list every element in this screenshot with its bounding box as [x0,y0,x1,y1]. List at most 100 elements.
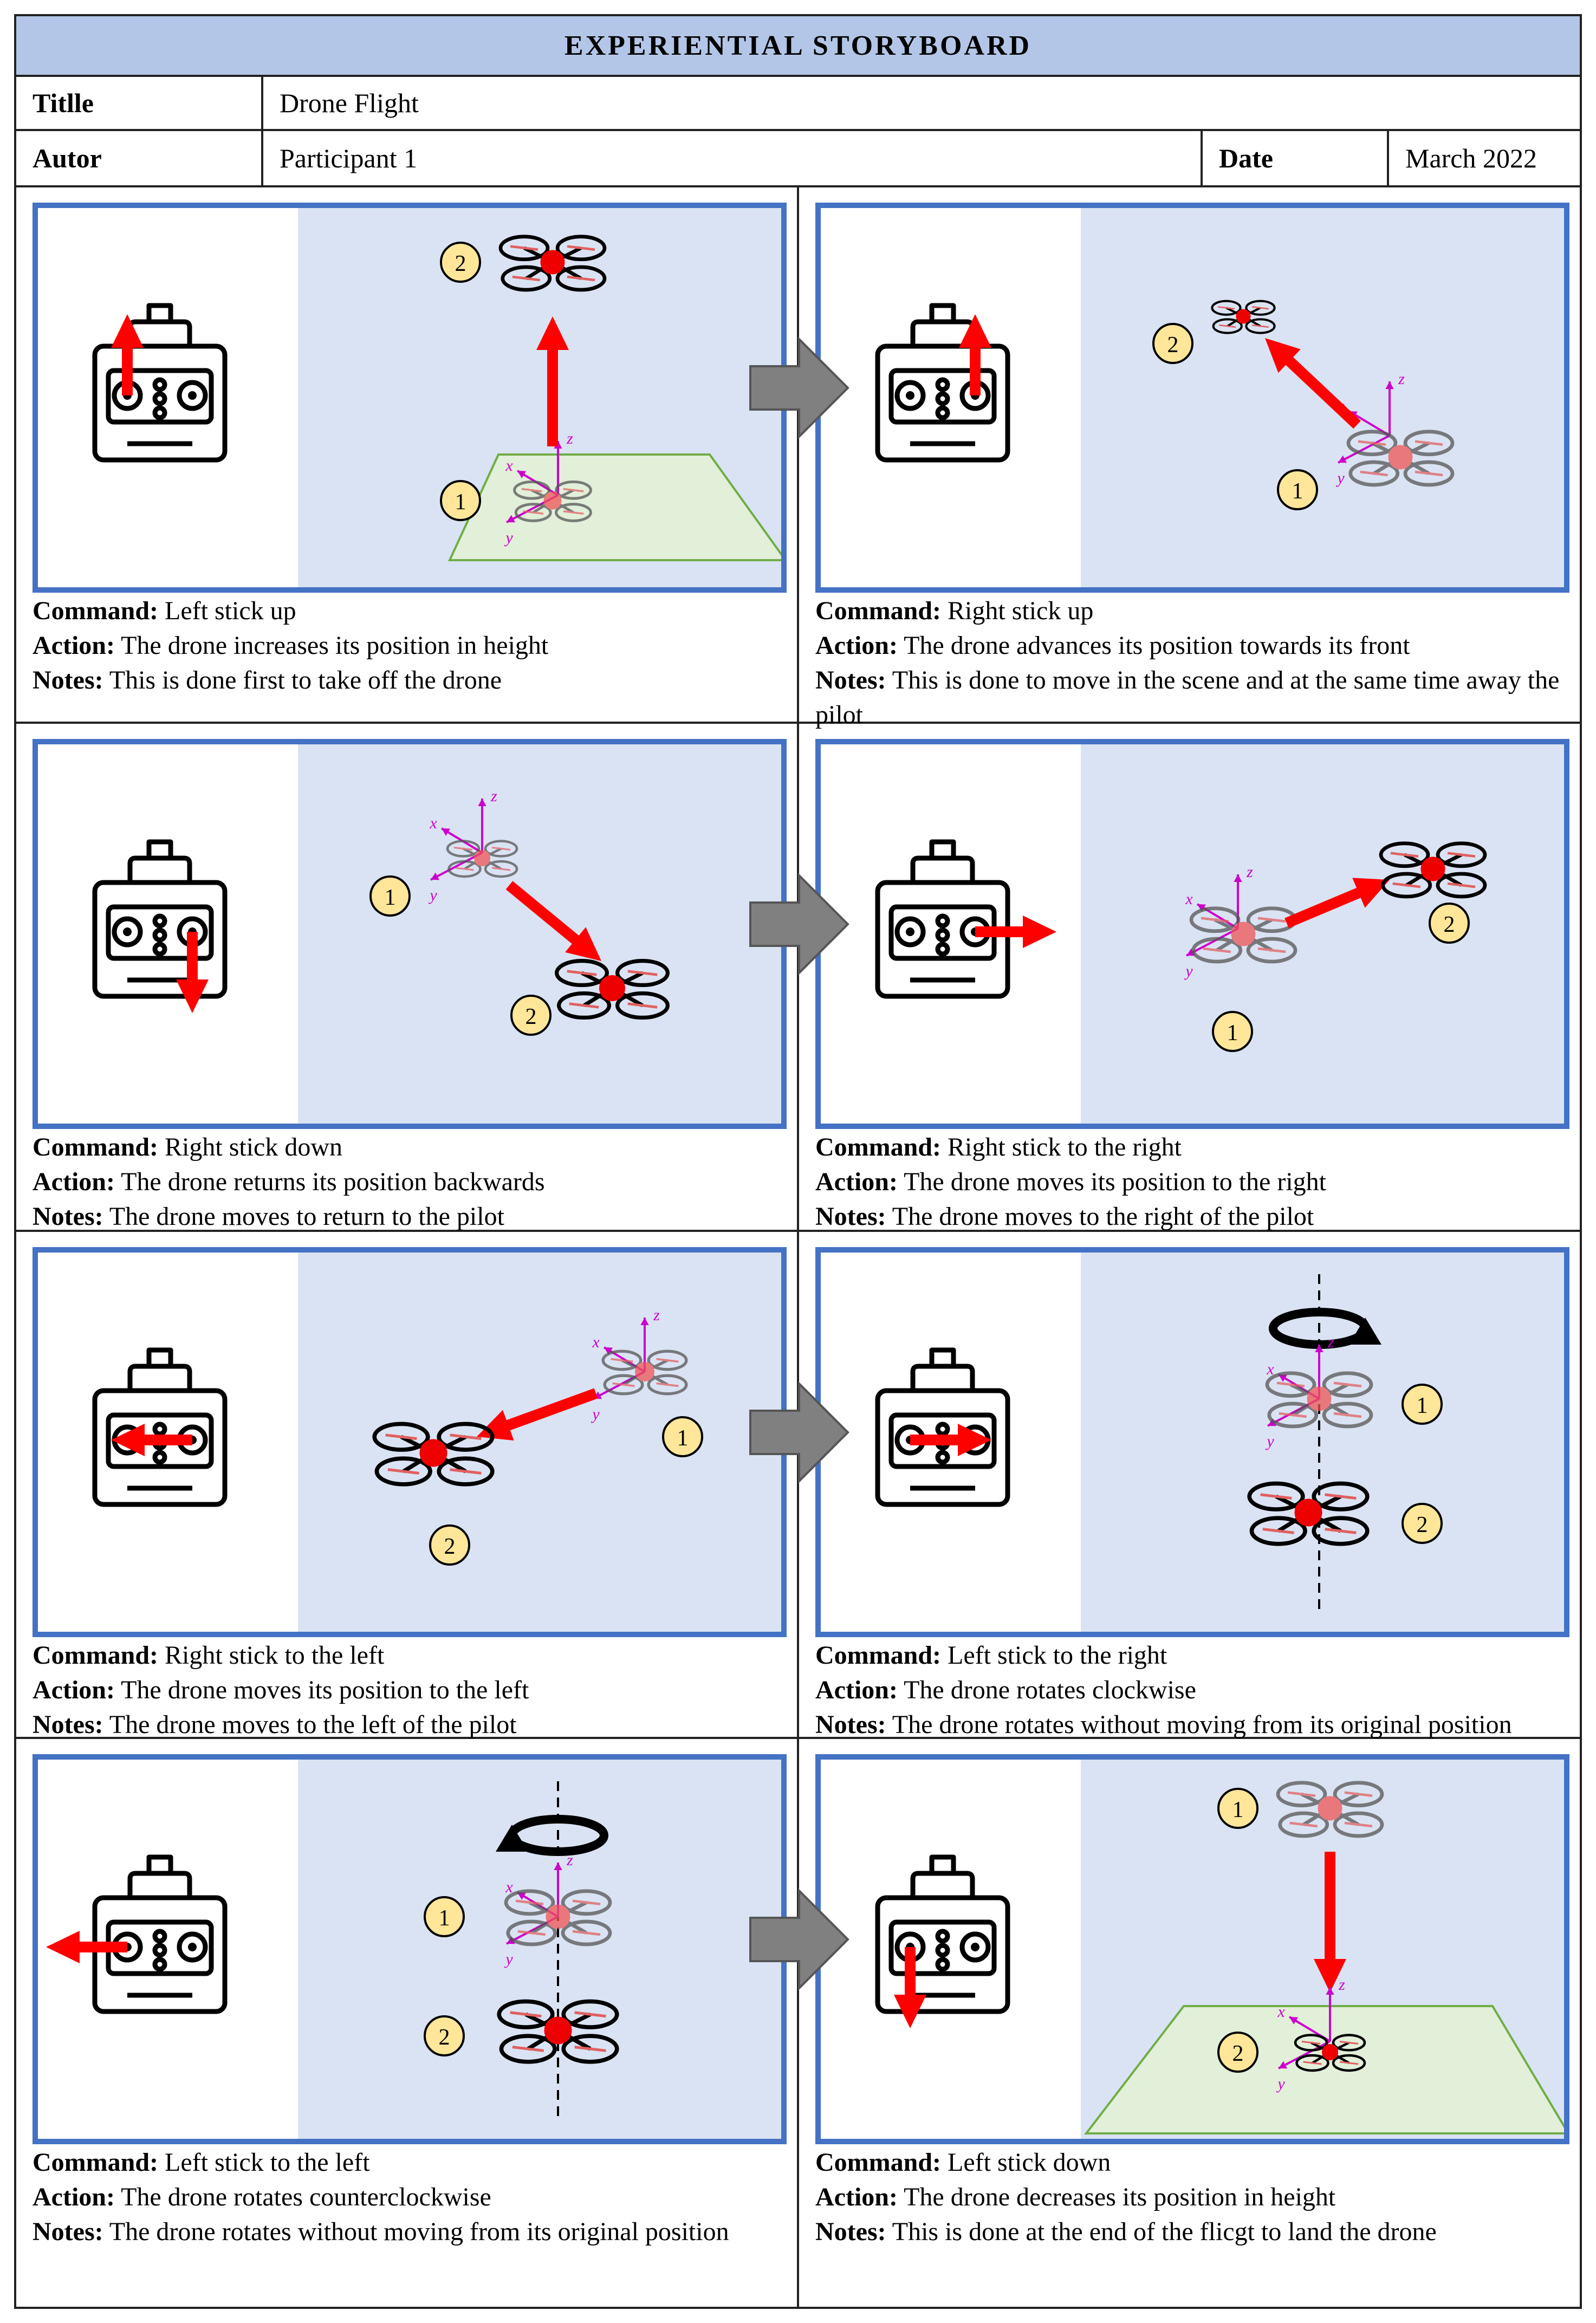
marker-end [424,2015,465,2056]
command-line: Command: Right stick to the right [815,1130,1563,1165]
drone-end [498,235,607,292]
action-label: Action: [33,1167,115,1196]
action-label: Action: [33,631,115,660]
rotation-arrowhead [496,1825,528,1852]
command-line: Command: Right stick up [815,594,1563,628]
notes-text: This is done at the end of the flicgt to… [886,2217,1437,2246]
notes-text: This is done first to take off the drone [103,666,502,695]
notes-label: Notes: [33,1710,103,1739]
notes-line: Notes: This is done to move in the scene… [815,663,1563,732]
marker-start [1212,1011,1253,1052]
action-text: The drone returns its position backwards [114,1167,545,1196]
command-text: Right stick to the left [158,1641,385,1670]
marker-end-label: 2 [444,1534,456,1559]
command-text: Left stick to the left [158,2148,370,2177]
z-axis-label: z [566,430,573,447]
marker-end [1402,1503,1443,1544]
notes-line: Notes: The drone rotates without moving … [33,2215,780,2249]
marker-start-label: 1 [1232,1798,1244,1822]
divider [1201,131,1203,185]
z-axis-label: z [566,1851,573,1869]
date-value: March 2022 [1405,143,1537,173]
notes-text: The drone rotates without moving from it… [886,1710,1512,1739]
ground-plane [447,453,781,561]
marker-start-label: 1 [1227,1021,1238,1046]
action-line: Action: The drone increases its position… [33,628,780,663]
marker-end [440,242,481,283]
stick-direction-arrow [176,932,209,1013]
movement-arrow [505,881,601,961]
marker-start [440,480,481,521]
x-axis-label: x [505,1878,513,1896]
notes-line: Notes: The drone rotates without moving … [815,1708,1563,1742]
rotation-arrowhead [1349,1318,1381,1345]
action-line: Action: The drone rotates counterclockwi… [33,2180,780,2215]
notes-label: Notes: [33,666,103,695]
command-text: Right stick down [158,1133,343,1162]
marker-end [1217,2032,1258,2073]
notes-line: Notes: The drone moves to the right of t… [815,1199,1563,1234]
command-text: Left stick down [941,2148,1111,2177]
movement-arrow [1314,1852,1346,1993]
y-axis-label: y [1265,1432,1274,1450]
storyboard-sheet: EXPERIENTIAL STORYBOARD Titlle Drone Fli… [14,14,1582,2309]
x-axis-label: x [1266,1360,1274,1378]
remote-controller-icon [875,1854,1010,2014]
command-text: Right stick up [941,596,1094,625]
marker-end-label: 2 [525,1004,537,1029]
notes-label: Notes: [33,2217,103,2246]
notes-label: Notes: [815,2217,886,2246]
scene-background [298,744,781,1124]
marker-end-label: 2 [439,2025,450,2050]
stick-direction-arrow [975,916,1056,948]
y-axis-label: y [1184,962,1193,980]
drone-start [1276,1781,1384,1838]
drone-start [601,1349,688,1396]
marker-start-label: 1 [677,1426,689,1451]
drone-axes: zxy [1276,1976,1345,2093]
remote-controller-icon [875,839,1010,999]
column-divider [797,187,799,2307]
stick-direction-arrow [910,1424,991,1456]
y-axis-label: y [504,529,513,547]
marker-start [1277,469,1318,510]
action-line: Action: The drone moves its position to … [815,1165,1563,1199]
z-axis-label: z [1338,1976,1345,1994]
y-axis-label: y [591,1405,600,1423]
marker-start-label: 1 [439,1906,450,1931]
command-line: Command: Left stick down [815,2145,1563,2180]
y-axis-label: y [428,886,437,904]
y-axis-label: y [1335,469,1345,487]
command-line: Command: Left stick up [33,594,780,628]
movement-arrow [1265,338,1361,429]
transition-arrow-icon [749,1381,849,1484]
command-label: Command: [33,1133,159,1162]
marker-start [1217,1788,1258,1829]
movement-arrow [536,316,569,446]
marker-start-label: 1 [1292,479,1303,504]
marker-end [1429,903,1470,944]
stick-direction-arrow [959,314,991,395]
action-text: The drone decreases its position in heig… [897,2183,1336,2211]
command-label: Command: [815,1133,942,1162]
x-axis-label: x [1185,890,1193,908]
marker-end [1152,323,1193,364]
stick-direction-arrow [894,1947,926,2028]
divider [1387,131,1389,185]
action-line: Action: The drone moves its position to … [33,1673,780,1708]
